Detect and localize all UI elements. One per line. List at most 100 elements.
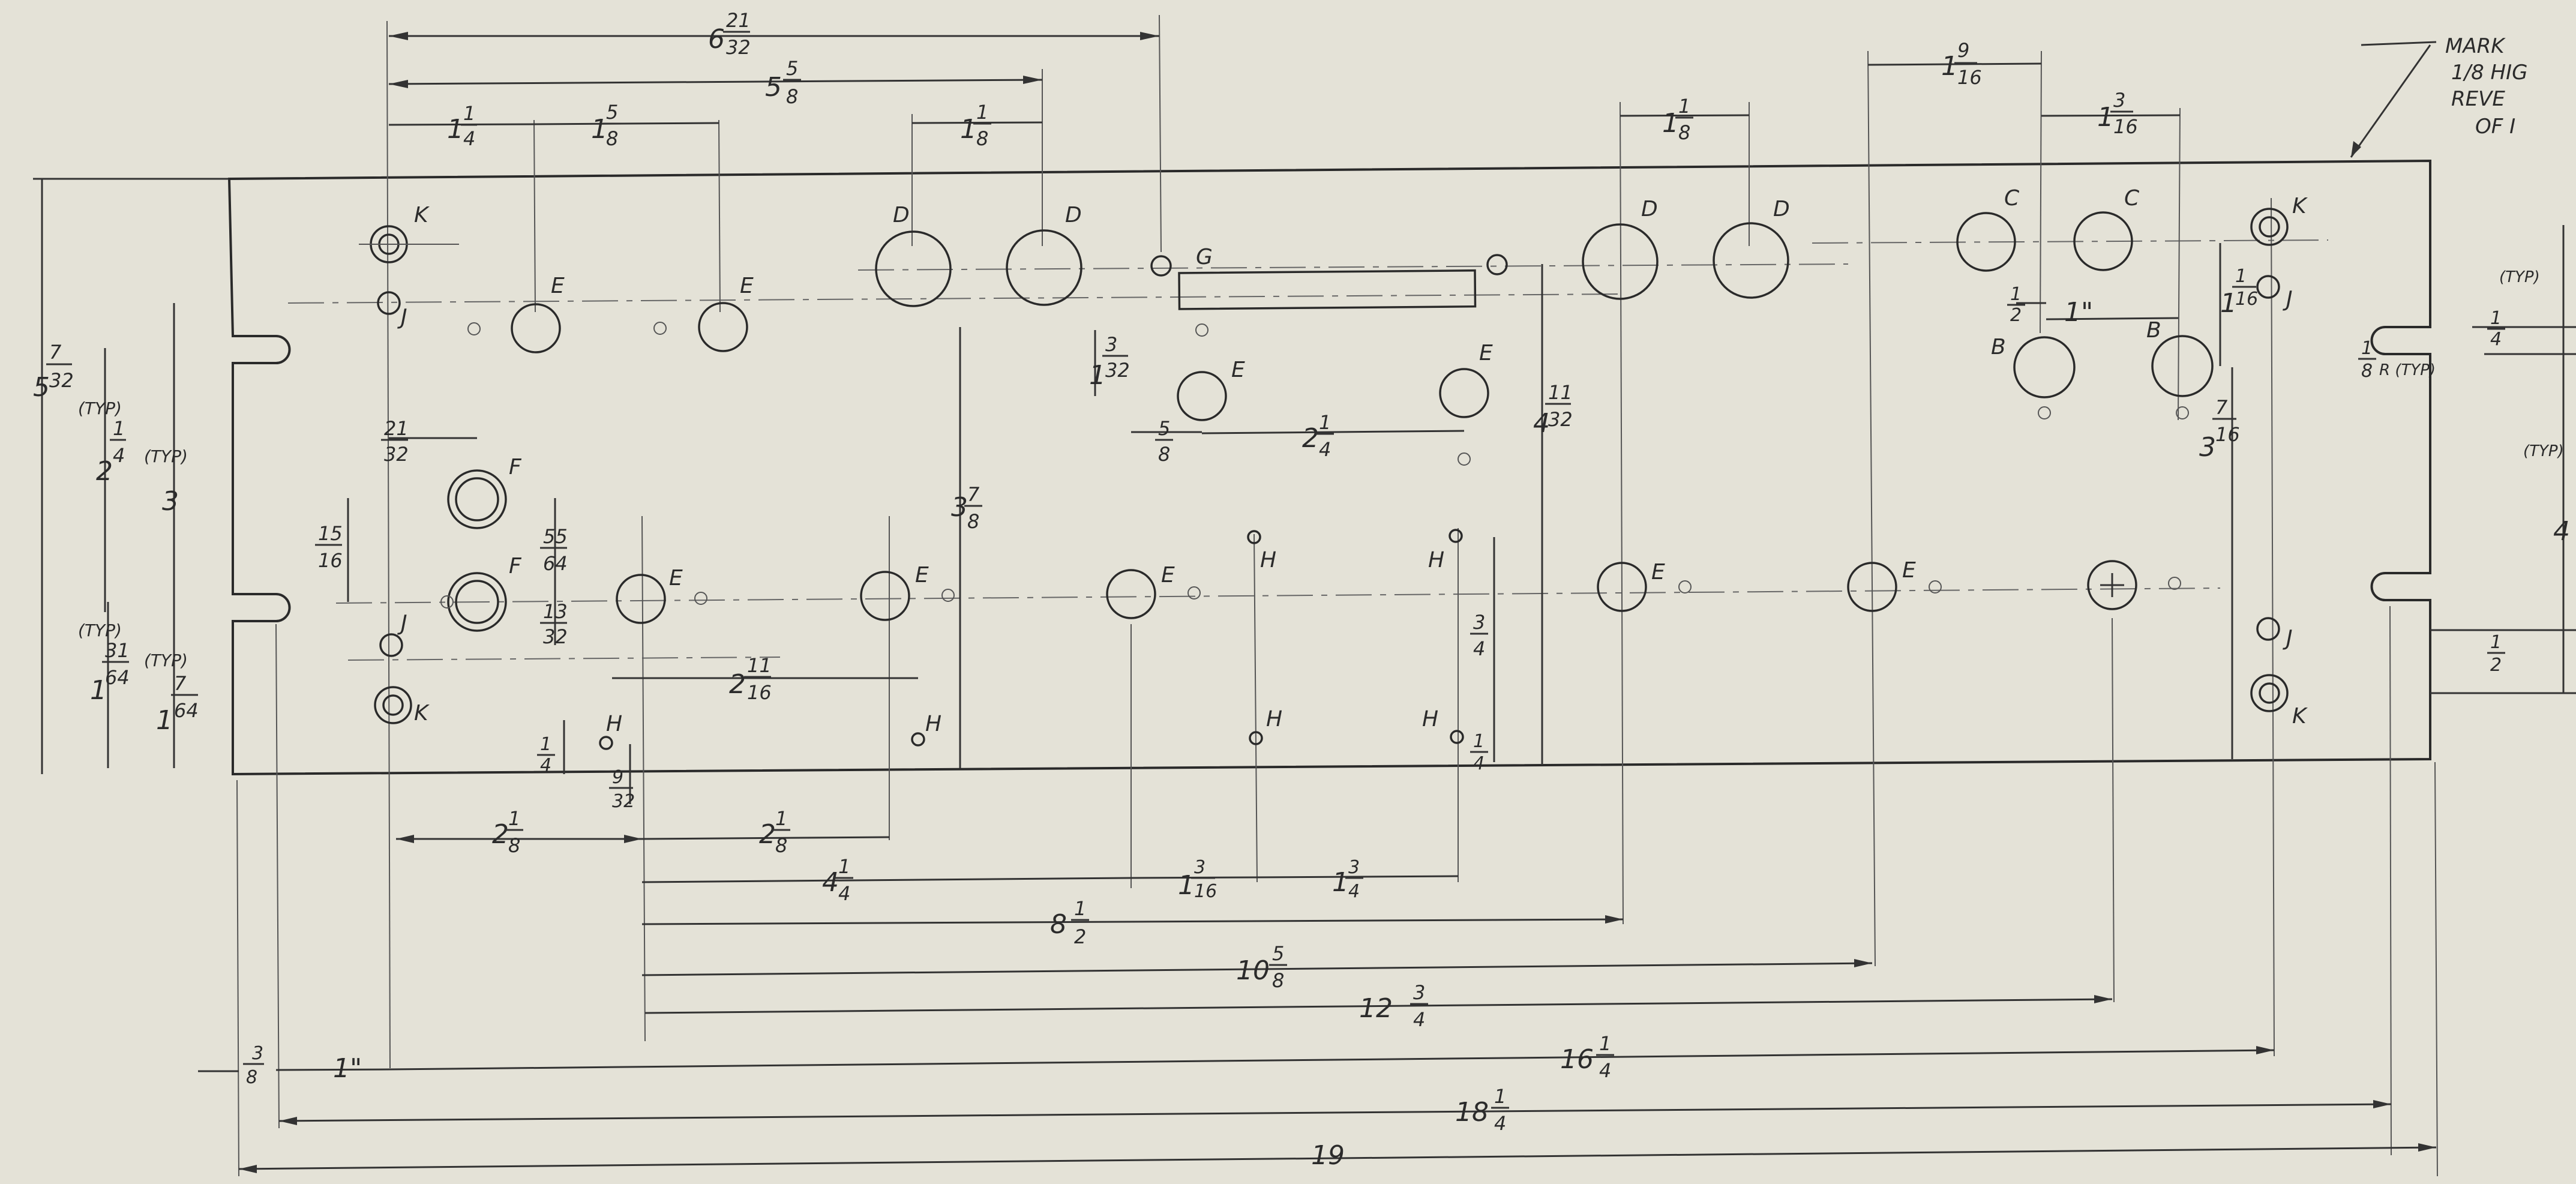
svg-text:12: 12 [1359, 993, 1393, 1024]
ext-line-c1 [2040, 50, 2042, 334]
label-d: D [1641, 197, 1658, 221]
svg-text:1: 1 [463, 102, 475, 125]
panel-outline [227, 159, 2431, 776]
svg-text:8: 8 [775, 834, 787, 857]
hole-h-2 [1449, 529, 1463, 543]
svg-text:1: 1 [960, 114, 977, 145]
centerline-lower [347, 657, 781, 661]
hole-e-7 [1106, 569, 1156, 619]
svg-text:1: 1 [2010, 284, 2022, 305]
svg-text:1": 1" [2064, 297, 2093, 328]
hole-h-5 [599, 736, 613, 750]
svg-text:32: 32 [543, 625, 568, 648]
label-h: H [925, 712, 941, 736]
svg-text:64: 64 [174, 699, 199, 722]
dim-1-4-h: 14 [540, 734, 551, 776]
svg-text:4: 4 [463, 127, 475, 150]
note-line-2: 1/8 HIG [2451, 61, 2527, 85]
hole-j-3 [2256, 275, 2280, 299]
svg-text:32: 32 [1548, 408, 1573, 431]
note-line-3: REVE [2451, 87, 2505, 111]
svg-text:8: 8 [1050, 909, 1067, 940]
label-k: K [2292, 194, 2308, 218]
svg-text:16: 16 [1194, 881, 1217, 902]
hole-e-4 [1439, 368, 1489, 418]
svg-text:1: 1 [1494, 1085, 1506, 1108]
svg-text:11: 11 [747, 654, 772, 677]
dim-1-1-8-mid: 118 [1662, 95, 1690, 144]
svg-text:4: 4 [1473, 637, 1485, 660]
svg-text:1: 1 [1941, 51, 1958, 82]
label-c: C [2004, 186, 2020, 211]
svg-text:4: 4 [838, 882, 850, 905]
svg-text:55: 55 [543, 525, 568, 548]
label-f: F [509, 455, 522, 479]
svg-text:1: 1 [2220, 288, 2237, 319]
label-h: H [1260, 548, 1276, 572]
hole-c-2 [2073, 211, 2133, 271]
hole-b-1 [2013, 336, 2076, 398]
dim-1-inch: 1" [2064, 297, 2093, 328]
svg-text:1: 1 [90, 675, 107, 706]
svg-text:16: 16 [2215, 423, 2240, 446]
svg-text:9: 9 [612, 767, 623, 788]
dim-3-8: 38 [246, 1043, 263, 1088]
hole-k-top-left [359, 225, 459, 263]
svg-text:10: 10 [1236, 955, 1270, 986]
svg-text:4: 4 [822, 867, 839, 898]
hole-d-3 [1582, 223, 1659, 300]
svg-text:8: 8 [976, 127, 988, 150]
hole-e-9 [1847, 562, 1897, 612]
svg-text:4: 4 [1473, 753, 1485, 774]
svg-text:5: 5 [765, 72, 782, 103]
label-d: D [893, 203, 910, 227]
hole-d-1 [875, 230, 952, 307]
hole-e-3 [1177, 371, 1227, 421]
hole-d-4 [1713, 222, 1789, 299]
slot-g [1178, 269, 1477, 310]
hole-j-4 [2256, 617, 2280, 641]
svg-text:8: 8 [606, 127, 618, 150]
dim-2-1-4-mid: 214 [1302, 411, 1331, 461]
svg-text:(TYP): (TYP) [78, 621, 122, 640]
svg-text:16: 16 [318, 549, 343, 572]
hole-g-left [1150, 255, 1172, 277]
ext-line-plus [2112, 618, 2115, 1003]
label-e: E [1479, 341, 1493, 365]
hole-d-2 [1006, 229, 1082, 306]
svg-text:8: 8 [508, 834, 520, 857]
svg-text:3: 3 [2199, 432, 2216, 463]
svg-text:32: 32 [49, 369, 74, 392]
dim-2-1-8-b: 218 [759, 807, 787, 857]
svg-text:4: 4 [1319, 438, 1331, 461]
hole-g-right [1486, 254, 1508, 275]
svg-text:1: 1 [1332, 867, 1349, 898]
svg-text:5: 5 [1272, 942, 1284, 965]
revision-note: MARK 1/8 HIG REVE OF I [2445, 34, 2527, 139]
svg-text:7: 7 [174, 672, 187, 695]
svg-text:32: 32 [612, 791, 635, 812]
label-e: E [1231, 358, 1245, 382]
svg-text:8: 8 [1158, 443, 1170, 466]
hole-j-1 [377, 291, 401, 315]
svg-text:32: 32 [384, 443, 409, 466]
fraction-bars [46, 31, 2505, 1109]
hole-j-2 [379, 633, 403, 657]
svg-text:4: 4 [1494, 1112, 1506, 1135]
dim-1-1-8-top: 118 [960, 101, 988, 150]
label-g: G [1196, 245, 1213, 269]
svg-text:1: 1 [2490, 632, 2502, 653]
svg-text:2: 2 [96, 456, 113, 487]
svg-text:1: 1 [2490, 308, 2502, 329]
label-d: D [1065, 203, 1082, 227]
hole-b-2 [2151, 335, 2214, 397]
svg-text:4: 4 [1348, 881, 1360, 902]
